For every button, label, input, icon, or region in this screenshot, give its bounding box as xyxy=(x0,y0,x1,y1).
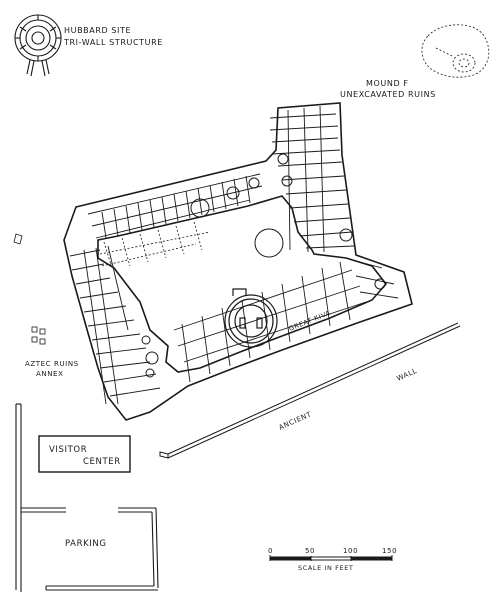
scale-tick-50: 50 xyxy=(305,547,315,555)
scale-tick-150: 150 xyxy=(382,547,397,555)
kivas xyxy=(141,153,386,378)
mound-label-line1: MOUND F xyxy=(366,79,409,88)
hubbard-site-structure xyxy=(14,14,62,77)
ancient-wall-label-1: ANCIENT xyxy=(278,410,313,432)
visitor-center-building xyxy=(38,435,131,473)
ancient-wall-label-2: WALL xyxy=(396,367,419,383)
scale-tick-100: 100 xyxy=(343,547,358,555)
annex-label-line1: AZTEC RUINS xyxy=(25,360,79,368)
annex-label-line2: ANNEX xyxy=(36,370,63,378)
mound-label-line2: UNEXCAVATED RUINS xyxy=(340,90,436,99)
parking-roads xyxy=(15,403,159,592)
hubbard-label-line1: HUBBARD SITE xyxy=(64,26,131,35)
visitor-center-label-line1: VISITOR xyxy=(49,445,87,455)
unexcavated-rooms-dashed xyxy=(99,221,211,269)
west-wing-rooms xyxy=(69,245,161,405)
north-wing-rooms xyxy=(87,105,355,253)
hubbard-label-line2: TRI-WALL STRUCTURE xyxy=(63,38,163,47)
visitor-center-label-line2: CENTER xyxy=(83,457,121,467)
west-ruin-outline xyxy=(63,102,413,421)
aztec-annex-rooms xyxy=(13,233,46,345)
parking-label: PARKING xyxy=(65,539,107,549)
mound-f-contours xyxy=(421,24,490,78)
ancient-wall xyxy=(159,322,461,459)
scale-caption: SCALE IN FEET xyxy=(298,564,353,572)
scale-bar xyxy=(269,555,393,561)
scale-tick-0: 0 xyxy=(268,547,273,555)
great-kiva xyxy=(224,288,278,348)
